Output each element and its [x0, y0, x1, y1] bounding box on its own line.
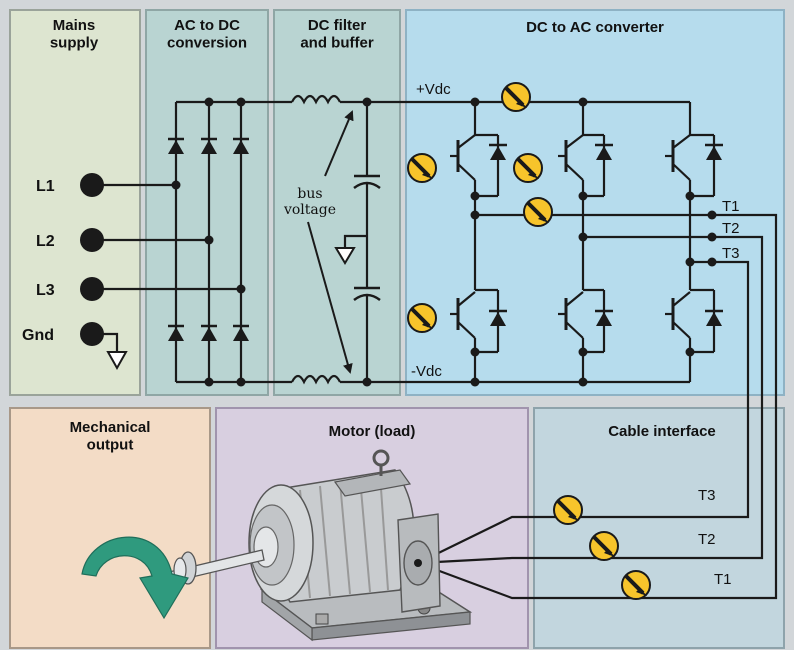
panel-title-motor: Motor (load)	[329, 423, 416, 440]
terminal-label-gnd: Gnd	[22, 327, 54, 344]
inverter-leg-2	[558, 97, 613, 387]
probe-gate-3-icon	[406, 302, 438, 334]
panel-title-converter: DC to AC converter	[526, 19, 664, 36]
inverter-leg-3	[665, 102, 723, 382]
cable-t1-label: T1	[714, 571, 732, 588]
probe-cable-t3-icon	[552, 494, 584, 526]
vdc-negative-label: -Vdc	[411, 363, 442, 380]
phase-t1-label: T1	[722, 198, 740, 215]
cable-t1	[417, 213, 778, 600]
motor-illustration	[147, 449, 473, 642]
panel-title-filter-line1: DC filter	[308, 17, 367, 34]
panel-title-filter-line1-2: and buffer	[300, 34, 373, 51]
gnd-wire	[92, 332, 119, 352]
panel-converter: DC to AC converter	[405, 9, 785, 396]
bus-voltage-line-2: voltage	[283, 202, 336, 218]
inductor-bottom	[291, 374, 341, 385]
panel-title-cable: Cable interface	[608, 423, 716, 440]
ground-symbol	[106, 351, 128, 371]
cable-t2-label: T2	[698, 531, 716, 548]
terminal-label-l2: L2	[36, 233, 55, 250]
rotation-arrow	[81, 536, 189, 620]
cable-t2	[417, 235, 764, 565]
output-cables: T3 T2 T1	[417, 213, 778, 600]
panel-title-mains-line1: Mains	[53, 17, 96, 34]
rectifier	[92, 97, 292, 387]
probe-gate-1-icon	[406, 152, 438, 184]
phase-t3-label: T3	[722, 245, 740, 262]
panel-title-acdc-line1: AC to DC	[174, 17, 240, 34]
panel-title-mechanical-line1: Mechanical	[70, 419, 151, 436]
cable-t3-label: T3	[698, 487, 716, 504]
panel-title-mechanical-line1-2: output	[87, 436, 134, 453]
probe-vdc-icon	[500, 81, 532, 113]
cable-t3	[417, 260, 750, 564]
probe-cable-t2-icon	[588, 530, 620, 562]
probe-phase-t1-icon	[522, 196, 554, 228]
probe-gate-2-icon	[512, 152, 544, 184]
inverter-leg-1	[450, 97, 507, 387]
panel-cable: Cable interface	[533, 407, 785, 649]
panel-title-acdc-line1-2: conversion	[167, 34, 247, 51]
mains-terminals: L1 L2 L3 Gnd	[22, 173, 128, 371]
probe-cable-t1-icon	[620, 569, 652, 601]
bus-voltage-line: bus	[297, 186, 322, 202]
terminal-label-l3: L3	[36, 282, 55, 299]
vdc-positive-label: +Vdc	[416, 81, 451, 98]
panel-title-mains-line1-2: supply	[50, 34, 99, 51]
inverter: +Vdc -Vdc	[411, 81, 740, 387]
inductor-top	[291, 94, 341, 105]
terminal-label-l1: L1	[36, 178, 55, 195]
phase-t2-label: T2	[722, 220, 740, 237]
